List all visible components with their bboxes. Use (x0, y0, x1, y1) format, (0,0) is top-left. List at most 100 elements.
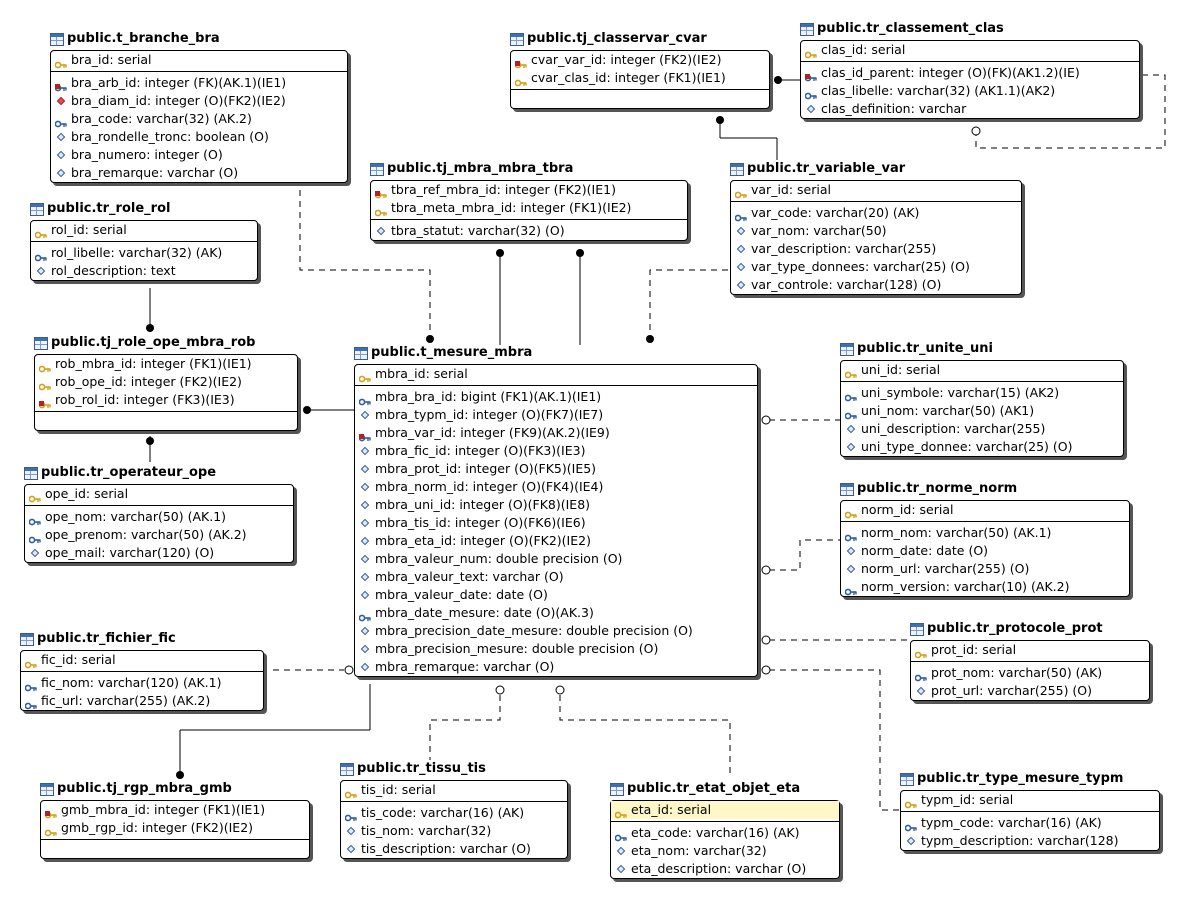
table-title[interactable]: public.tr_type_mesure_typm (900, 770, 1123, 788)
column-row[interactable]: bra_rondelle_tronc: boolean (O) (51, 128, 347, 146)
column-row[interactable]: rol_libelle: varchar(32) (AK) (31, 244, 257, 262)
column-row[interactable]: eta_description: varchar (O) (611, 860, 839, 878)
column-row[interactable]: mbra_precision_date_mesure: double preci… (355, 622, 757, 640)
column-row[interactable]: fic_nom: varchar(120) (AK.1) (21, 674, 263, 692)
column-row[interactable]: var_nom: varchar(50) (731, 222, 1021, 240)
column-row[interactable]: mbra_tis_id: integer (O)(FK6)(IE6) (355, 514, 757, 532)
column-row[interactable]: uni_id: serial (841, 361, 1123, 379)
table-title[interactable]: public.tr_role_rol (30, 200, 170, 218)
column-row[interactable]: bra_code: varchar(32) (AK.2) (51, 110, 347, 128)
column-row[interactable]: gmb_rgp_id: integer (FK2)(IE2) (41, 819, 309, 837)
column-row[interactable]: tis_id: serial (341, 781, 567, 799)
table-title[interactable]: public.tr_protocole_prot (910, 620, 1103, 638)
table-title[interactable]: public.tr_operateur_ope (24, 464, 216, 482)
column-row[interactable]: mbra_uni_id: integer (O)(FK8)(IE8) (355, 496, 757, 514)
column-row[interactable]: tbra_statut: varchar(32) (O) (371, 222, 687, 240)
column-row[interactable]: mbra_date_mesure: date (O)(AK.3) (355, 604, 757, 622)
column-row[interactable]: bra_remarque: varchar (O) (51, 164, 347, 182)
column-row[interactable]: mbra_prot_id: integer (O)(FK5)(IE5) (355, 460, 757, 478)
column-row[interactable]: bra_diam_id: integer (O)(FK2)(IE2) (51, 92, 347, 110)
column-row[interactable]: rob_rol_id: integer (FK3)(IE3) (35, 391, 297, 409)
column-row[interactable]: fic_url: varchar(255) (AK.2) (21, 692, 263, 710)
column-row[interactable]: tis_description: varchar (O) (341, 840, 567, 858)
table-title[interactable]: public.tr_unite_uni (840, 340, 993, 358)
column-row[interactable]: fic_id: serial (21, 651, 263, 669)
column-text: mbra_eta_id: integer (O)(FK2)(IE2) (375, 533, 591, 548)
column-row[interactable]: mbra_norm_id: integer (O)(FK4)(IE4) (355, 478, 757, 496)
table-title[interactable]: public.t_mesure_mbra (354, 344, 532, 362)
column-row[interactable]: mbra_eta_id: integer (O)(FK2)(IE2) (355, 532, 757, 550)
column-row[interactable]: var_type_donnees: varchar(25) (O) (731, 258, 1021, 276)
column-row[interactable]: var_controle: varchar(128) (O) (731, 276, 1021, 294)
column-row[interactable]: mbra_fic_id: integer (O)(FK3)(IE3) (355, 442, 757, 460)
table-title[interactable]: public.tr_tissu_tis (340, 760, 486, 778)
column-row[interactable]: eta_id: serial (611, 801, 839, 819)
table-icon (40, 782, 54, 796)
table-title[interactable]: public.tj_role_ope_mbra_rob (34, 334, 255, 352)
column-row[interactable]: var_id: serial (731, 181, 1021, 199)
column-row[interactable]: tis_code: varchar(16) (AK) (341, 804, 567, 822)
column-row[interactable]: var_description: varchar(255) (731, 240, 1021, 258)
column-row[interactable]: cvar_clas_id: integer (FK1)(IE1) (511, 69, 769, 87)
column-row[interactable]: mbra_bra_id: bigint (FK1)(AK.1)(IE1) (355, 388, 757, 406)
column-row[interactable]: mbra_remarque: varchar (O) (355, 658, 757, 676)
column-row[interactable]: ope_id: serial (25, 485, 293, 503)
column-row[interactable]: uni_description: varchar(255) (841, 420, 1123, 438)
column-row[interactable]: clas_definition: varchar (801, 100, 1139, 118)
column-row[interactable]: uni_type_donnee: varchar(25) (O) (841, 438, 1123, 456)
table-title[interactable]: public.tr_variable_var (730, 160, 905, 178)
table-title[interactable]: public.tj_rgp_mbra_gmb (40, 780, 232, 798)
column-row[interactable]: eta_code: varchar(16) (AK) (611, 824, 839, 842)
column-row[interactable]: tbra_ref_mbra_id: integer (FK2)(IE1) (371, 181, 687, 199)
column-row[interactable]: typm_code: varchar(16) (AK) (901, 814, 1159, 832)
column-row[interactable]: prot_nom: varchar(50) (AK) (911, 664, 1149, 682)
column-row[interactable]: uni_nom: varchar(50) (AK1) (841, 402, 1123, 420)
table-icon (840, 482, 854, 496)
column-row[interactable]: norm_version: varchar(10) (AK.2) (841, 578, 1129, 596)
column-row[interactable]: mbra_valeur_num: double precision (O) (355, 550, 757, 568)
table-title[interactable]: public.tr_norme_norm (840, 480, 1017, 498)
column-row[interactable]: mbra_id: serial (355, 365, 757, 383)
column-row[interactable]: tbra_meta_mbra_id: integer (FK1)(IE2) (371, 199, 687, 217)
column-row[interactable]: typm_description: varchar(128) (901, 832, 1159, 850)
column-row[interactable]: bra_arb_id: integer (FK)(AK.1)(IE1) (51, 74, 347, 92)
table-title[interactable]: public.tj_mbra_mbra_tbra (370, 160, 573, 178)
column-row[interactable]: norm_url: varchar(255) (O) (841, 560, 1129, 578)
column-row[interactable]: clas_libelle: varchar(32) (AK1.1)(AK2) (801, 82, 1139, 100)
column-row[interactable]: cvar_var_id: integer (FK2)(IE2) (511, 51, 769, 69)
column-row[interactable]: prot_id: serial (911, 641, 1149, 659)
column-row[interactable]: norm_nom: varchar(50) (AK.1) (841, 524, 1129, 542)
column-row[interactable]: norm_date: date (O) (841, 542, 1129, 560)
column-row[interactable]: eta_nom: varchar(32) (611, 842, 839, 860)
column-row[interactable]: ope_nom: varchar(50) (AK.1) (25, 508, 293, 526)
key-divider (355, 385, 757, 386)
column-row[interactable]: tis_nom: varchar(32) (341, 822, 567, 840)
column-row[interactable]: bra_id: serial (51, 51, 347, 69)
column-row[interactable]: var_code: varchar(20) (AK) (731, 204, 1021, 222)
column-row[interactable]: typm_id: serial (901, 791, 1159, 809)
table-title[interactable]: public.tr_classement_clas (800, 20, 1004, 38)
column-row[interactable]: clas_id: serial (801, 41, 1139, 59)
table-title[interactable]: public.tr_etat_objet_eta (610, 780, 800, 798)
column-row[interactable]: mbra_typm_id: integer (O)(FK7)(IE7) (355, 406, 757, 424)
table-title[interactable]: public.tr_fichier_fic (20, 630, 176, 648)
column-row[interactable]: norm_id: serial (841, 501, 1129, 519)
column-row[interactable]: mbra_valeur_text: varchar (O) (355, 568, 757, 586)
table-title[interactable]: public.t_branche_bra (50, 30, 220, 48)
column-row[interactable]: uni_symbole: varchar(15) (AK2) (841, 384, 1123, 402)
column-row[interactable]: clas_id_parent: integer (O)(FK)(AK1.2)(I… (801, 64, 1139, 82)
column-row[interactable]: mbra_valeur_date: date (O) (355, 586, 757, 604)
column-row[interactable]: ope_prenom: varchar(50) (AK.2) (25, 526, 293, 544)
column-row[interactable]: gmb_mbra_id: integer (FK1)(IE1) (41, 801, 309, 819)
column-row[interactable]: rob_mbra_id: integer (FK1)(IE1) (35, 355, 297, 373)
column-row[interactable]: ope_mail: varchar(120) (O) (25, 544, 293, 562)
attribute-icon (806, 104, 816, 114)
column-row[interactable]: prot_url: varchar(255) (O) (911, 682, 1149, 700)
column-row[interactable]: bra_numero: integer (O) (51, 146, 347, 164)
table-title[interactable]: public.tj_classervar_cvar (510, 30, 707, 48)
column-row[interactable]: rol_id: serial (31, 221, 257, 239)
column-row[interactable]: mbra_var_id: integer (FK9)(AK.2)(IE9) (355, 424, 757, 442)
column-row[interactable]: mbra_precision_mesure: double precision … (355, 640, 757, 658)
column-row[interactable]: rol_description: text (31, 262, 257, 280)
column-row[interactable]: rob_ope_id: integer (FK2)(IE2) (35, 373, 297, 391)
